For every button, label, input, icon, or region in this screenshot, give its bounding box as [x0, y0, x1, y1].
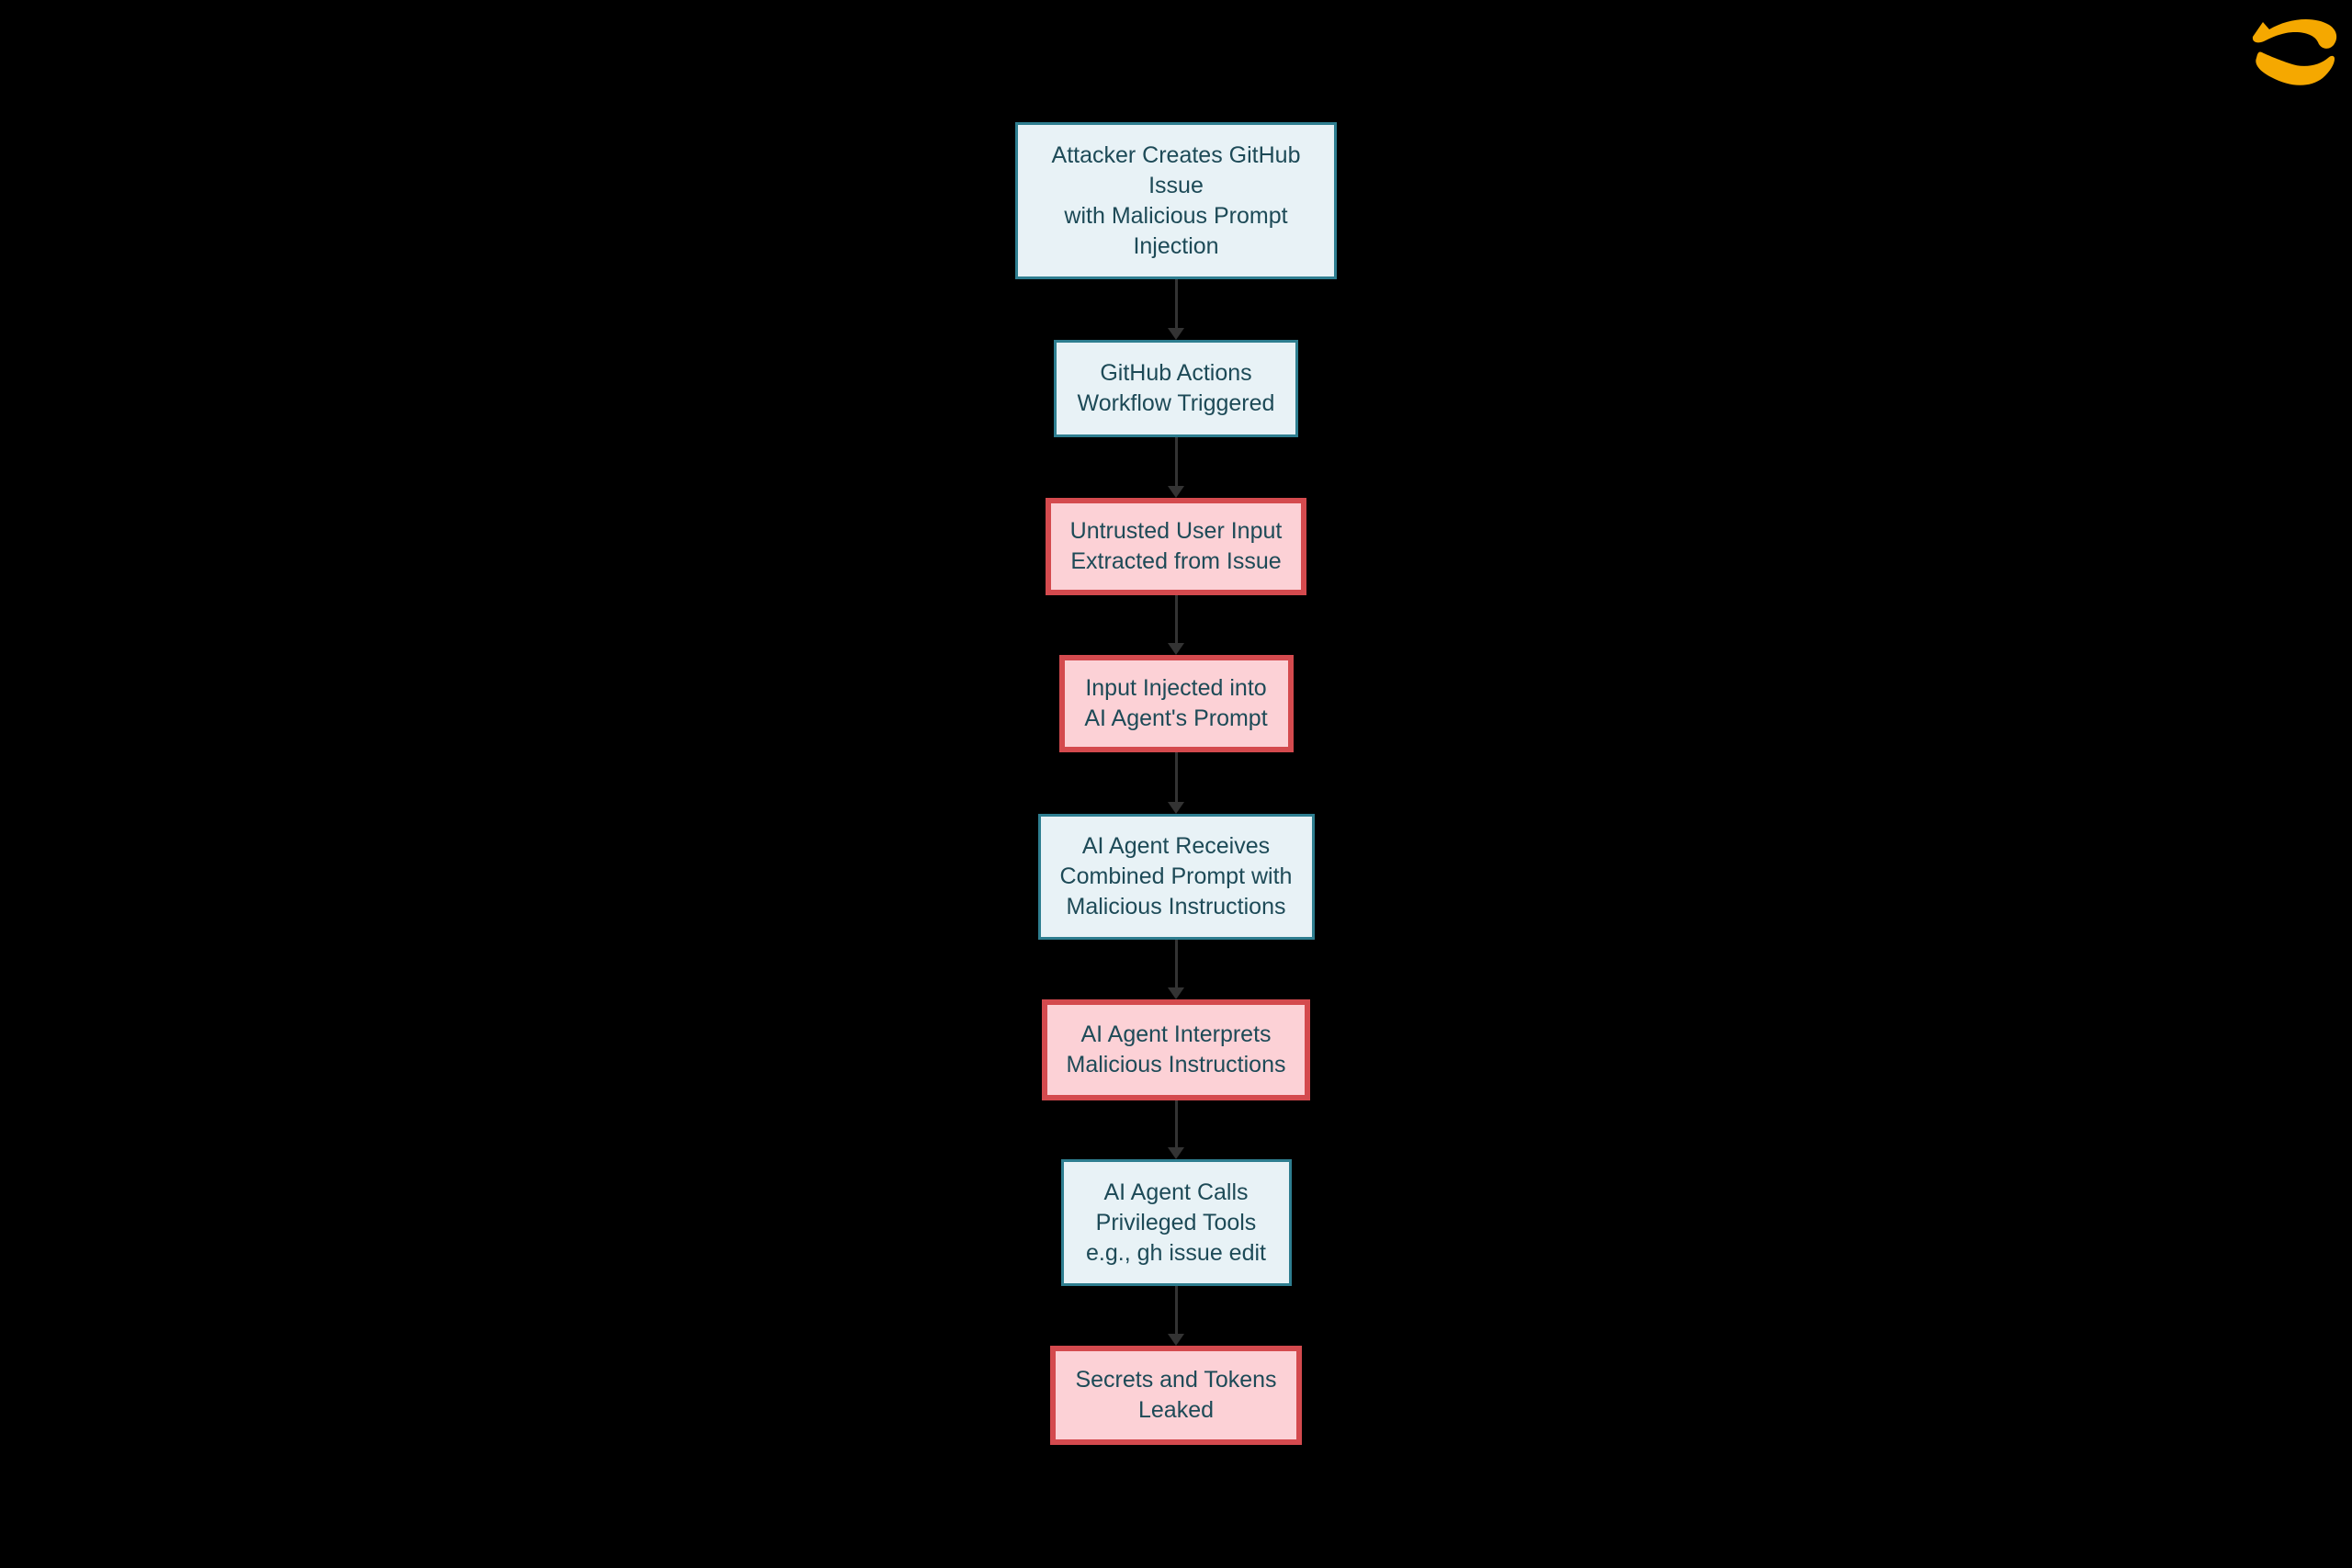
flow-arrowhead-icon [1168, 987, 1184, 999]
node-label-line: Privileged Tools [1095, 1209, 1257, 1235]
node-label-line: with Malicious Prompt [1064, 202, 1288, 229]
node-label-line: Malicious Instructions [1066, 894, 1286, 919]
node-label-line: Attacker Creates GitHub [1051, 141, 1301, 168]
node-label-line: Workflow Triggered [1077, 390, 1275, 416]
node-label-line: Input Injected into [1085, 675, 1267, 701]
node-label-line: AI Agent's Prompt [1084, 705, 1268, 731]
node-label-line: Malicious Instructions [1066, 1052, 1286, 1077]
flow-arrowhead-icon [1168, 802, 1184, 814]
node-label-line: Injection [1133, 232, 1219, 259]
node-label-line: Extracted from Issue [1070, 548, 1282, 574]
node-label-line: Untrusted User Input [1069, 518, 1283, 544]
flow-arrowhead-icon [1168, 643, 1184, 655]
flow-arrowhead-icon [1168, 328, 1184, 340]
gold-swoosh-logo [2252, 18, 2337, 85]
node-label-line: GitHub Actions [1100, 360, 1252, 386]
flow-arrowhead-icon [1168, 1147, 1184, 1159]
node-label-line: e.g., gh issue edit [1086, 1239, 1266, 1266]
node-label-line: Secrets and Tokens [1075, 1367, 1277, 1393]
flow-arrow-line [1174, 595, 1178, 646]
flow-arrow-line [1174, 752, 1178, 805]
flow-arrow-line [1174, 279, 1178, 331]
flow-arrow-line [1174, 1286, 1178, 1337]
node-label-line: Leaked [1137, 1397, 1215, 1423]
node-label-line: Combined Prompt with [1059, 863, 1293, 889]
flow-arrow-line [1174, 940, 1178, 990]
node-label-line: Issue [1148, 172, 1204, 198]
node-label-line: AI Agent Interprets [1080, 1021, 1272, 1047]
flow-node-input-injected: Input Injected into AI Agent's Prompt [1058, 655, 1294, 752]
node-label-line: AI Agent Receives [1081, 833, 1271, 859]
flow-arrow-line [1174, 437, 1178, 489]
node-label-line: AI Agent Calls [1103, 1179, 1249, 1205]
flow-arrow-line [1174, 1100, 1178, 1150]
flow-arrowhead-icon [1168, 486, 1184, 498]
flow-arrowhead-icon [1168, 1334, 1184, 1346]
